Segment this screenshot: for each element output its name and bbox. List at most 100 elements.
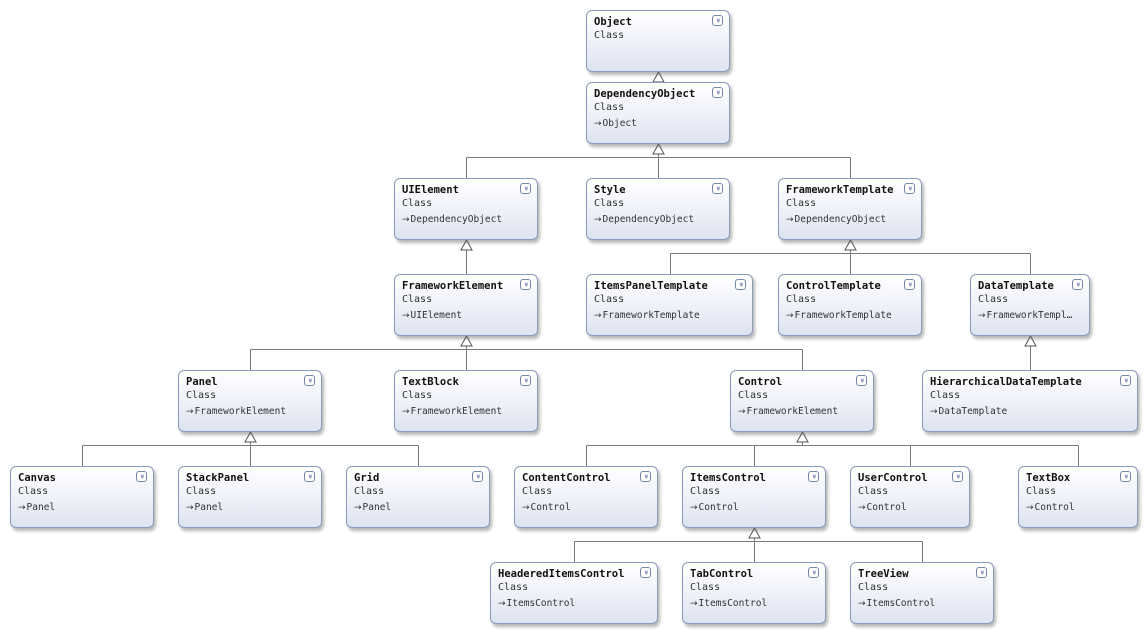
class-kind: Class xyxy=(354,486,385,497)
base-class-line: →FrameworkElement xyxy=(186,403,315,421)
class-kind: Class xyxy=(402,198,433,209)
class-name: FrameworkElement xyxy=(402,280,504,292)
double-chevron-down-icon[interactable]: » xyxy=(808,567,819,578)
arrow-right-icon: → xyxy=(786,215,794,225)
double-chevron-down-icon[interactable]: » xyxy=(712,183,723,194)
base-class-line: →DependencyObject xyxy=(786,211,915,229)
arrow-right-icon: → xyxy=(186,503,194,513)
base-class-line: →ItemsControl xyxy=(858,595,987,613)
class-name: TabControl xyxy=(690,568,754,580)
arrow-right-icon: → xyxy=(858,503,866,513)
double-chevron-down-icon[interactable]: » xyxy=(1120,375,1131,386)
double-chevron-down-icon[interactable]: » xyxy=(520,279,531,290)
base-class-line: →Object xyxy=(594,115,723,133)
base-class-line: →Control xyxy=(690,499,819,517)
double-chevron-down-icon[interactable]: » xyxy=(856,375,867,386)
generalization-triangle-icon xyxy=(748,526,761,539)
class-kind: Class xyxy=(690,582,721,593)
double-chevron-down-icon[interactable]: » xyxy=(472,471,483,482)
class-kind: Class xyxy=(186,486,217,497)
double-chevron-down-icon[interactable]: » xyxy=(1072,279,1083,290)
class-kind: Class xyxy=(786,198,817,209)
double-chevron-down-icon[interactable]: » xyxy=(304,471,315,482)
arrow-right-icon: → xyxy=(738,407,746,417)
base-class-line: →UIElement xyxy=(402,307,531,325)
class-kind: Class xyxy=(186,390,217,401)
base-class-line: →FrameworkElement xyxy=(402,403,531,421)
double-chevron-down-icon[interactable]: » xyxy=(520,183,531,194)
arrow-right-icon: → xyxy=(594,215,602,225)
base-class-line: →DataTemplate xyxy=(930,403,1131,421)
class-kind: Class xyxy=(858,582,889,593)
base-class-name: Control xyxy=(1034,502,1075,513)
class-name: HierarchicalDataTemplate xyxy=(930,376,1082,388)
class-name: DataTemplate xyxy=(978,280,1054,292)
double-chevron-down-icon[interactable]: » xyxy=(952,471,963,482)
double-chevron-down-icon[interactable]: » xyxy=(520,375,531,386)
arrow-right-icon: → xyxy=(858,599,866,609)
double-chevron-down-icon[interactable]: » xyxy=(808,471,819,482)
base-class-name: FrameworkTempl… xyxy=(986,310,1073,321)
base-class-name: Control xyxy=(698,502,739,513)
class-name: StackPanel xyxy=(186,472,250,484)
base-class-name: FrameworkTemplate xyxy=(794,310,892,321)
double-chevron-down-icon[interactable]: » xyxy=(640,567,651,578)
double-chevron-down-icon[interactable]: » xyxy=(735,279,746,290)
class-kind: Class xyxy=(786,294,817,305)
arrow-right-icon: → xyxy=(594,119,602,129)
class-kind: Class xyxy=(930,390,961,401)
class-name: Object xyxy=(594,16,632,28)
class-kind: Class xyxy=(18,486,49,497)
arrow-right-icon: → xyxy=(402,311,410,321)
double-chevron-down-icon[interactable]: » xyxy=(640,471,651,482)
class-kind: Class xyxy=(402,390,433,401)
double-chevron-down-icon[interactable]: » xyxy=(904,279,915,290)
generalization-triangle-icon xyxy=(244,430,257,443)
double-chevron-down-icon[interactable]: » xyxy=(136,471,147,482)
generalization-triangle-icon xyxy=(1024,334,1037,347)
double-chevron-down-icon[interactable]: » xyxy=(712,15,723,26)
class-kind: Class xyxy=(594,30,625,41)
double-chevron-down-icon[interactable]: » xyxy=(976,567,987,578)
base-class-line: →Control xyxy=(1026,499,1131,517)
double-chevron-down-icon[interactable]: » xyxy=(1120,471,1131,482)
double-chevron-down-icon[interactable]: » xyxy=(712,87,723,98)
base-class-line: →DependencyObject xyxy=(594,211,723,229)
base-class-name: ItemsControl xyxy=(866,598,936,609)
base-class-line: →DependencyObject xyxy=(402,211,531,229)
class-name: TextBox xyxy=(1026,472,1071,484)
base-class-line: →Panel xyxy=(186,499,315,517)
generalization-triangle-icon xyxy=(652,70,665,83)
double-chevron-down-icon[interactable]: » xyxy=(904,183,915,194)
class-kind: Class xyxy=(594,294,625,305)
arrow-right-icon: → xyxy=(1026,503,1034,513)
class-name: TextBlock xyxy=(402,376,459,388)
base-class-name: Panel xyxy=(194,502,224,513)
double-chevron-down-icon[interactable]: » xyxy=(304,375,315,386)
